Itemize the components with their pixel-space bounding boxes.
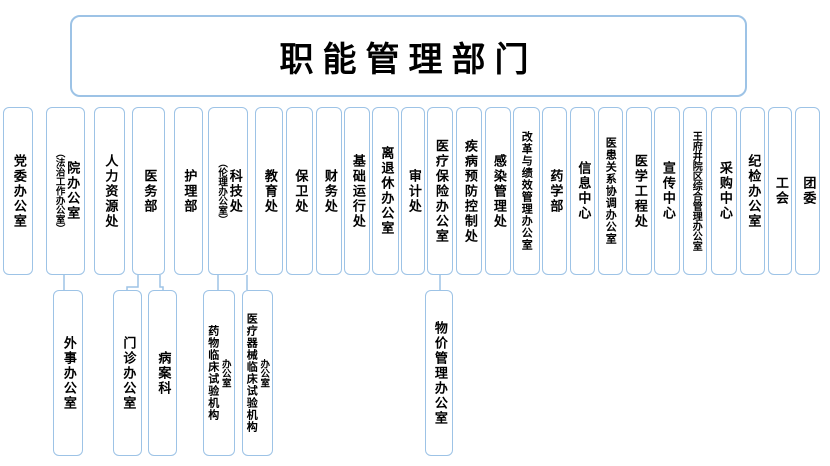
dept-label: 医学工程处 <box>631 153 647 229</box>
dept-label: 科技处 <box>226 168 242 214</box>
dept-medical-insurance-office: 医疗保险办公室 <box>427 107 453 275</box>
dept-human-resources: 人力资源处 <box>94 107 125 275</box>
dept-label: 病案科 <box>155 350 171 396</box>
dept-pharmacy: 药学部 <box>542 107 567 275</box>
dept-sublabel: 办公室 <box>258 358 270 388</box>
dept-education: 教育处 <box>255 107 283 275</box>
dept-label: 离退休办公室 <box>378 146 394 236</box>
dept-retirement-office: 离退休办公室 <box>372 107 399 275</box>
dept-label: 医疗器械临床试验机构 <box>245 313 259 433</box>
dept-label: 物价管理办公室 <box>431 320 447 426</box>
dept-sublabel: （法治工作办公室） <box>53 148 65 234</box>
dept-label: 教育处 <box>261 168 277 214</box>
dept-label: 护理部 <box>181 168 197 214</box>
dept-label: 宣传中心 <box>659 161 675 221</box>
chart-title-box: 职能管理部门 <box>70 15 747 97</box>
dept-label: 院办公室 <box>64 161 80 221</box>
dept-device-clinical-trial-office: 医疗器械临床试验机构办公室 <box>242 290 273 456</box>
dept-nursing: 护理部 <box>174 107 203 275</box>
dept-label: 王府井院区综合管理办公室 <box>690 131 702 251</box>
dept-label: 外事办公室 <box>60 335 76 411</box>
dept-publicity-center: 宣传中心 <box>654 107 680 275</box>
chart-title: 职能管理部门 <box>279 39 538 80</box>
dept-label: 采购中心 <box>716 161 732 221</box>
dept-audit: 审计处 <box>401 107 425 275</box>
dept-label: 信息中心 <box>575 161 591 221</box>
dept-basic-operations: 基础运行处 <box>344 107 370 275</box>
dept-infection-management: 感染管理处 <box>485 107 511 275</box>
dept-doctor-patient-relations-office: 医患关系协调办公室 <box>598 107 623 275</box>
dept-procurement-center: 采购中心 <box>711 107 737 275</box>
dept-label: 团委 <box>800 176 816 206</box>
dept-party-committee-office: 党委办公室 <box>3 107 33 275</box>
dept-label: 医务部 <box>141 168 157 214</box>
dept-label: 药学部 <box>547 168 563 214</box>
dept-drug-clinical-trial-office: 药物临床试验机构办公室 <box>203 290 235 456</box>
dept-medical-records: 病案科 <box>148 290 177 456</box>
dept-foreign-affairs-office: 外事办公室 <box>53 290 83 456</box>
dept-science-technology: 科技处（伦理办公室） <box>208 107 248 275</box>
dept-label: 感染管理处 <box>490 153 506 229</box>
connector-medical-affairs-to-outpatient <box>126 275 139 290</box>
dept-label: 工会 <box>772 176 788 206</box>
dept-finance: 财务处 <box>316 107 342 275</box>
dept-discipline-inspection-office: 纪检办公室 <box>740 107 765 275</box>
dept-label: 党委办公室 <box>10 153 26 229</box>
dept-label: 人力资源处 <box>102 153 118 229</box>
dept-labor-union: 工会 <box>768 107 792 275</box>
dept-label: 医疗保险办公室 <box>432 138 448 244</box>
dept-medical-engineering: 医学工程处 <box>626 107 652 275</box>
connector-medical-affairs-to-medical-records <box>159 275 164 290</box>
dept-information-center: 信息中心 <box>570 107 595 275</box>
dept-label: 审计处 <box>405 168 421 214</box>
dept-security: 保卫处 <box>286 107 313 275</box>
dept-sublabel: （伦理办公室） <box>216 157 228 225</box>
dept-label: 改革与绩效管理办公室 <box>520 131 534 251</box>
dept-label: 保卫处 <box>292 168 308 214</box>
dept-youth-league: 团委 <box>795 107 820 275</box>
dept-label: 财务处 <box>321 168 337 214</box>
dept-label: 门诊办公室 <box>120 335 136 411</box>
dept-label: 疾病预防控制处 <box>461 138 477 244</box>
dept-label: 纪检办公室 <box>745 153 761 229</box>
dept-hospital-office: 院办公室（法治工作办公室） <box>46 107 85 275</box>
dept-price-management-office: 物价管理办公室 <box>425 290 453 456</box>
dept-outpatient-office: 门诊办公室 <box>113 290 142 456</box>
dept-label: 医患关系协调办公室 <box>604 137 618 245</box>
dept-medical-affairs: 医务部 <box>132 107 165 275</box>
dept-label: 药物临床试验机构 <box>206 325 220 421</box>
dept-wangfujing-campus-management-office: 王府井院区综合管理办公室 <box>683 107 707 275</box>
dept-sublabel: 办公室 <box>219 358 231 388</box>
dept-label: 基础运行处 <box>349 153 365 229</box>
dept-reform-performance-office: 改革与绩效管理办公室 <box>513 107 540 275</box>
dept-disease-prevention-control: 疾病预防控制处 <box>456 107 482 275</box>
